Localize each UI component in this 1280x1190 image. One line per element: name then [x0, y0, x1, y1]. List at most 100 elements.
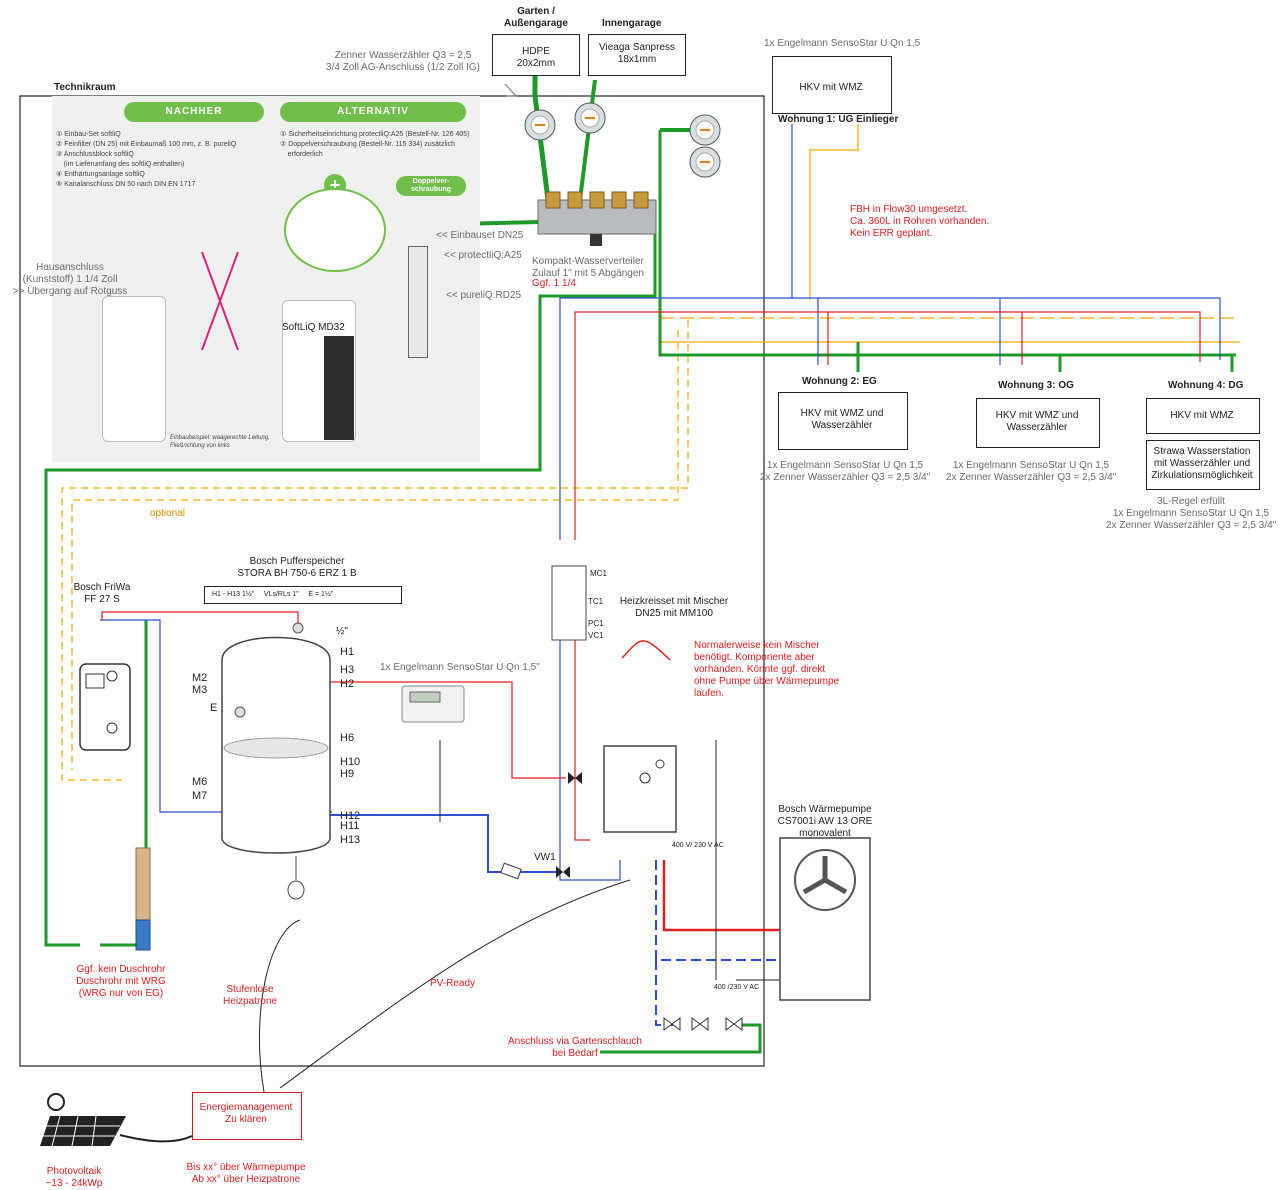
heat-pump-indoor-unit: [603, 745, 677, 833]
tc1-label: TC1: [588, 597, 604, 606]
port-h2: H2: [340, 678, 355, 690]
doppelverschraubung-badge: Doppelver- schraubung: [396, 176, 466, 196]
vw1-label: VW1: [534, 852, 556, 863]
hkv-w2-box: [778, 392, 908, 450]
port-e: E: [210, 702, 218, 714]
v400-2-label: 400 /230 V AC: [714, 984, 760, 991]
blue-circuit-down: [559, 640, 621, 881]
port-h9: H9: [340, 768, 355, 780]
green-garden-hose: [600, 1023, 762, 1054]
meter-w2-label: 1x Engelmann SensoStar U Qn 1,5 2x Zenne…: [760, 460, 931, 483]
red-hp-flow: [662, 860, 790, 932]
strawa-box: [1146, 440, 1260, 490]
energie-sub-label: Bis xx° über Wärmepumpe Ab xx° über Heiz…: [186, 1162, 306, 1185]
orange-w1: [809, 124, 859, 300]
port-h11: H11: [340, 820, 360, 832]
wohnung1-label: Wohnung 1: UG Einlieger: [778, 114, 899, 125]
hkv-w4-label: HKV mit WMZ: [1170, 410, 1234, 421]
hkv-w4-box: [1146, 398, 1260, 434]
nachher-badge: NACHHER: [124, 102, 264, 122]
port-h10: H10: [340, 756, 361, 768]
panel-caption: Einbaubeispiel: waagerechte Leitung, Fli…: [170, 435, 270, 449]
meter-w4-label: 3L-Regel erfüllt 1x Engelmann SensoStar …: [1106, 496, 1277, 531]
hdpe-box: [492, 34, 580, 76]
zenner-main-label: Zenner Wasserzähler Q3 = 2,5 3/4 Zoll AG…: [326, 50, 480, 73]
alternativ-badge: ALTERNATIV: [280, 102, 466, 122]
strawa-label: Strawa Wasserstation mit Wasserzähler un…: [1151, 446, 1253, 481]
protectliq-label: << protectliQ:A25: [444, 250, 522, 261]
hkv-w2-label: HKV mit WMZ und Wasserzähler: [800, 408, 884, 431]
pv-cable: [119, 1134, 193, 1143]
softliq-label: SoftLiQ MD32: [282, 322, 345, 333]
heat-meter: [401, 685, 465, 723]
hkv-w1-box: [772, 56, 892, 114]
shower-pipe: [135, 847, 151, 951]
wohnung4-label: Wohnung 4: DG: [1168, 380, 1244, 391]
valve-group: [663, 1017, 743, 1031]
red-buffer-flow: [330, 681, 566, 779]
softener-unit-left: [102, 296, 166, 442]
vc1-label: VC1: [588, 631, 604, 640]
v400-1-label: 400 V/ 230 V AC: [672, 842, 724, 849]
pureliq-label: << pureliQ:RD25: [446, 290, 522, 301]
red-circuit-down: [574, 640, 590, 841]
heizpatrone-label: Stufenlose Heizpatrone: [223, 984, 277, 1007]
puffer-legend-box: [204, 586, 402, 604]
heizkreis-label: Heizkreisset mit Mischer DN25 mit MM100: [619, 596, 729, 619]
filter-assembly: [408, 246, 428, 358]
vieaga-box: [588, 34, 686, 76]
engelmann-mid-label: 1x Engelmann SensoStar U Qn 1,5": [380, 662, 540, 673]
verteiler-red-label: Ggf. 1 1/4: [532, 278, 576, 289]
hausanschluss-label: Hausanschluss (Kunststoff) 1 1/4 Zoll >>…: [12, 262, 128, 297]
green-inner-line: [578, 79, 597, 201]
gartenschlauch-label: Anschluss via Gartenschlauch bei Bedarf: [508, 1036, 642, 1059]
blue-hp-return-2: [655, 960, 680, 1026]
friwa-station: [79, 663, 131, 751]
einbauset-label: << Einbauset DN25: [436, 230, 524, 241]
mischer-note: Normalerweise kein Mischer benötigt. Kom…: [694, 640, 840, 699]
port-h12: H12: [340, 810, 361, 822]
alternativ-items: ① Sicherheitseinrichtung protectliQ:A25 …: [280, 131, 470, 158]
water-meter-main-1: [689, 114, 721, 146]
pvready-label: PV-Ready: [430, 978, 476, 989]
port-h3: H3: [340, 664, 355, 676]
water-meter-main-2: [689, 146, 721, 178]
friwa-label: Bosch FriWa FF 27 S: [73, 582, 131, 605]
wohnung3-label: Wohnung 3: OG: [998, 380, 1074, 391]
innengarage-title: Innengarage: [602, 18, 662, 29]
red-friwa-flow: [101, 611, 299, 626]
puffer-title: Bosch Pufferspeicher STORA BH 750-6 ERZ …: [237, 556, 357, 579]
blue-main-return: [559, 297, 1221, 540]
hkv-w3-box: [976, 398, 1100, 448]
red-main-flow: [574, 311, 1201, 540]
vieaga-label: Vieaga Sanpress 18x1mm: [599, 42, 675, 65]
buffer-tank: [221, 622, 331, 900]
optional-label: optional: [150, 508, 186, 519]
blue-buffer-return: [330, 814, 560, 873]
photovoltaik-label: Photovoltaik ~13 - 24kWp: [45, 1166, 103, 1189]
green-main-supply: [658, 130, 1236, 357]
protectliq-circle: [284, 188, 386, 272]
energiemanagement-box: [192, 1092, 302, 1140]
port-m2: M2: [192, 672, 208, 684]
solar-panel-icon: [40, 1093, 126, 1147]
optional-dashed-line: [61, 320, 689, 781]
red-cross-icon: [200, 246, 240, 356]
curve-to-pv: [279, 879, 631, 1089]
port-h13: H13: [340, 834, 361, 846]
port-h1: H1: [340, 646, 355, 658]
curve-to-heizpatrone: [258, 919, 301, 1093]
puffer-legend: H1 - H13 1½" VLs/RLs 1" E = 1½": [212, 591, 334, 598]
meter-w3-label: 1x Engelmann SensoStar U Qn 1,5 2x Zenne…: [946, 460, 1117, 483]
hkv-w3-label: HKV mit WMZ und Wasserzähler: [995, 410, 1079, 433]
verteiler-label: Kompakt-Wasserverteiler Zulauf 1" mit 5 …: [532, 256, 644, 279]
green-distributor-down: [44, 230, 657, 947]
arrow-zenner: [504, 83, 518, 97]
port-m7: M7: [192, 790, 208, 802]
technikraum-label: Technikraum: [54, 82, 116, 93]
duschrohr-label: Ggf. kein Duschrohr Duschrohr mit WRG (W…: [76, 964, 166, 999]
port-m3: M3: [192, 684, 208, 696]
softener-installation-panel: NACHHER ALTERNATIV ① Einbau-Set softliQ …: [52, 96, 480, 462]
red-mischer-arrow: [621, 640, 671, 661]
